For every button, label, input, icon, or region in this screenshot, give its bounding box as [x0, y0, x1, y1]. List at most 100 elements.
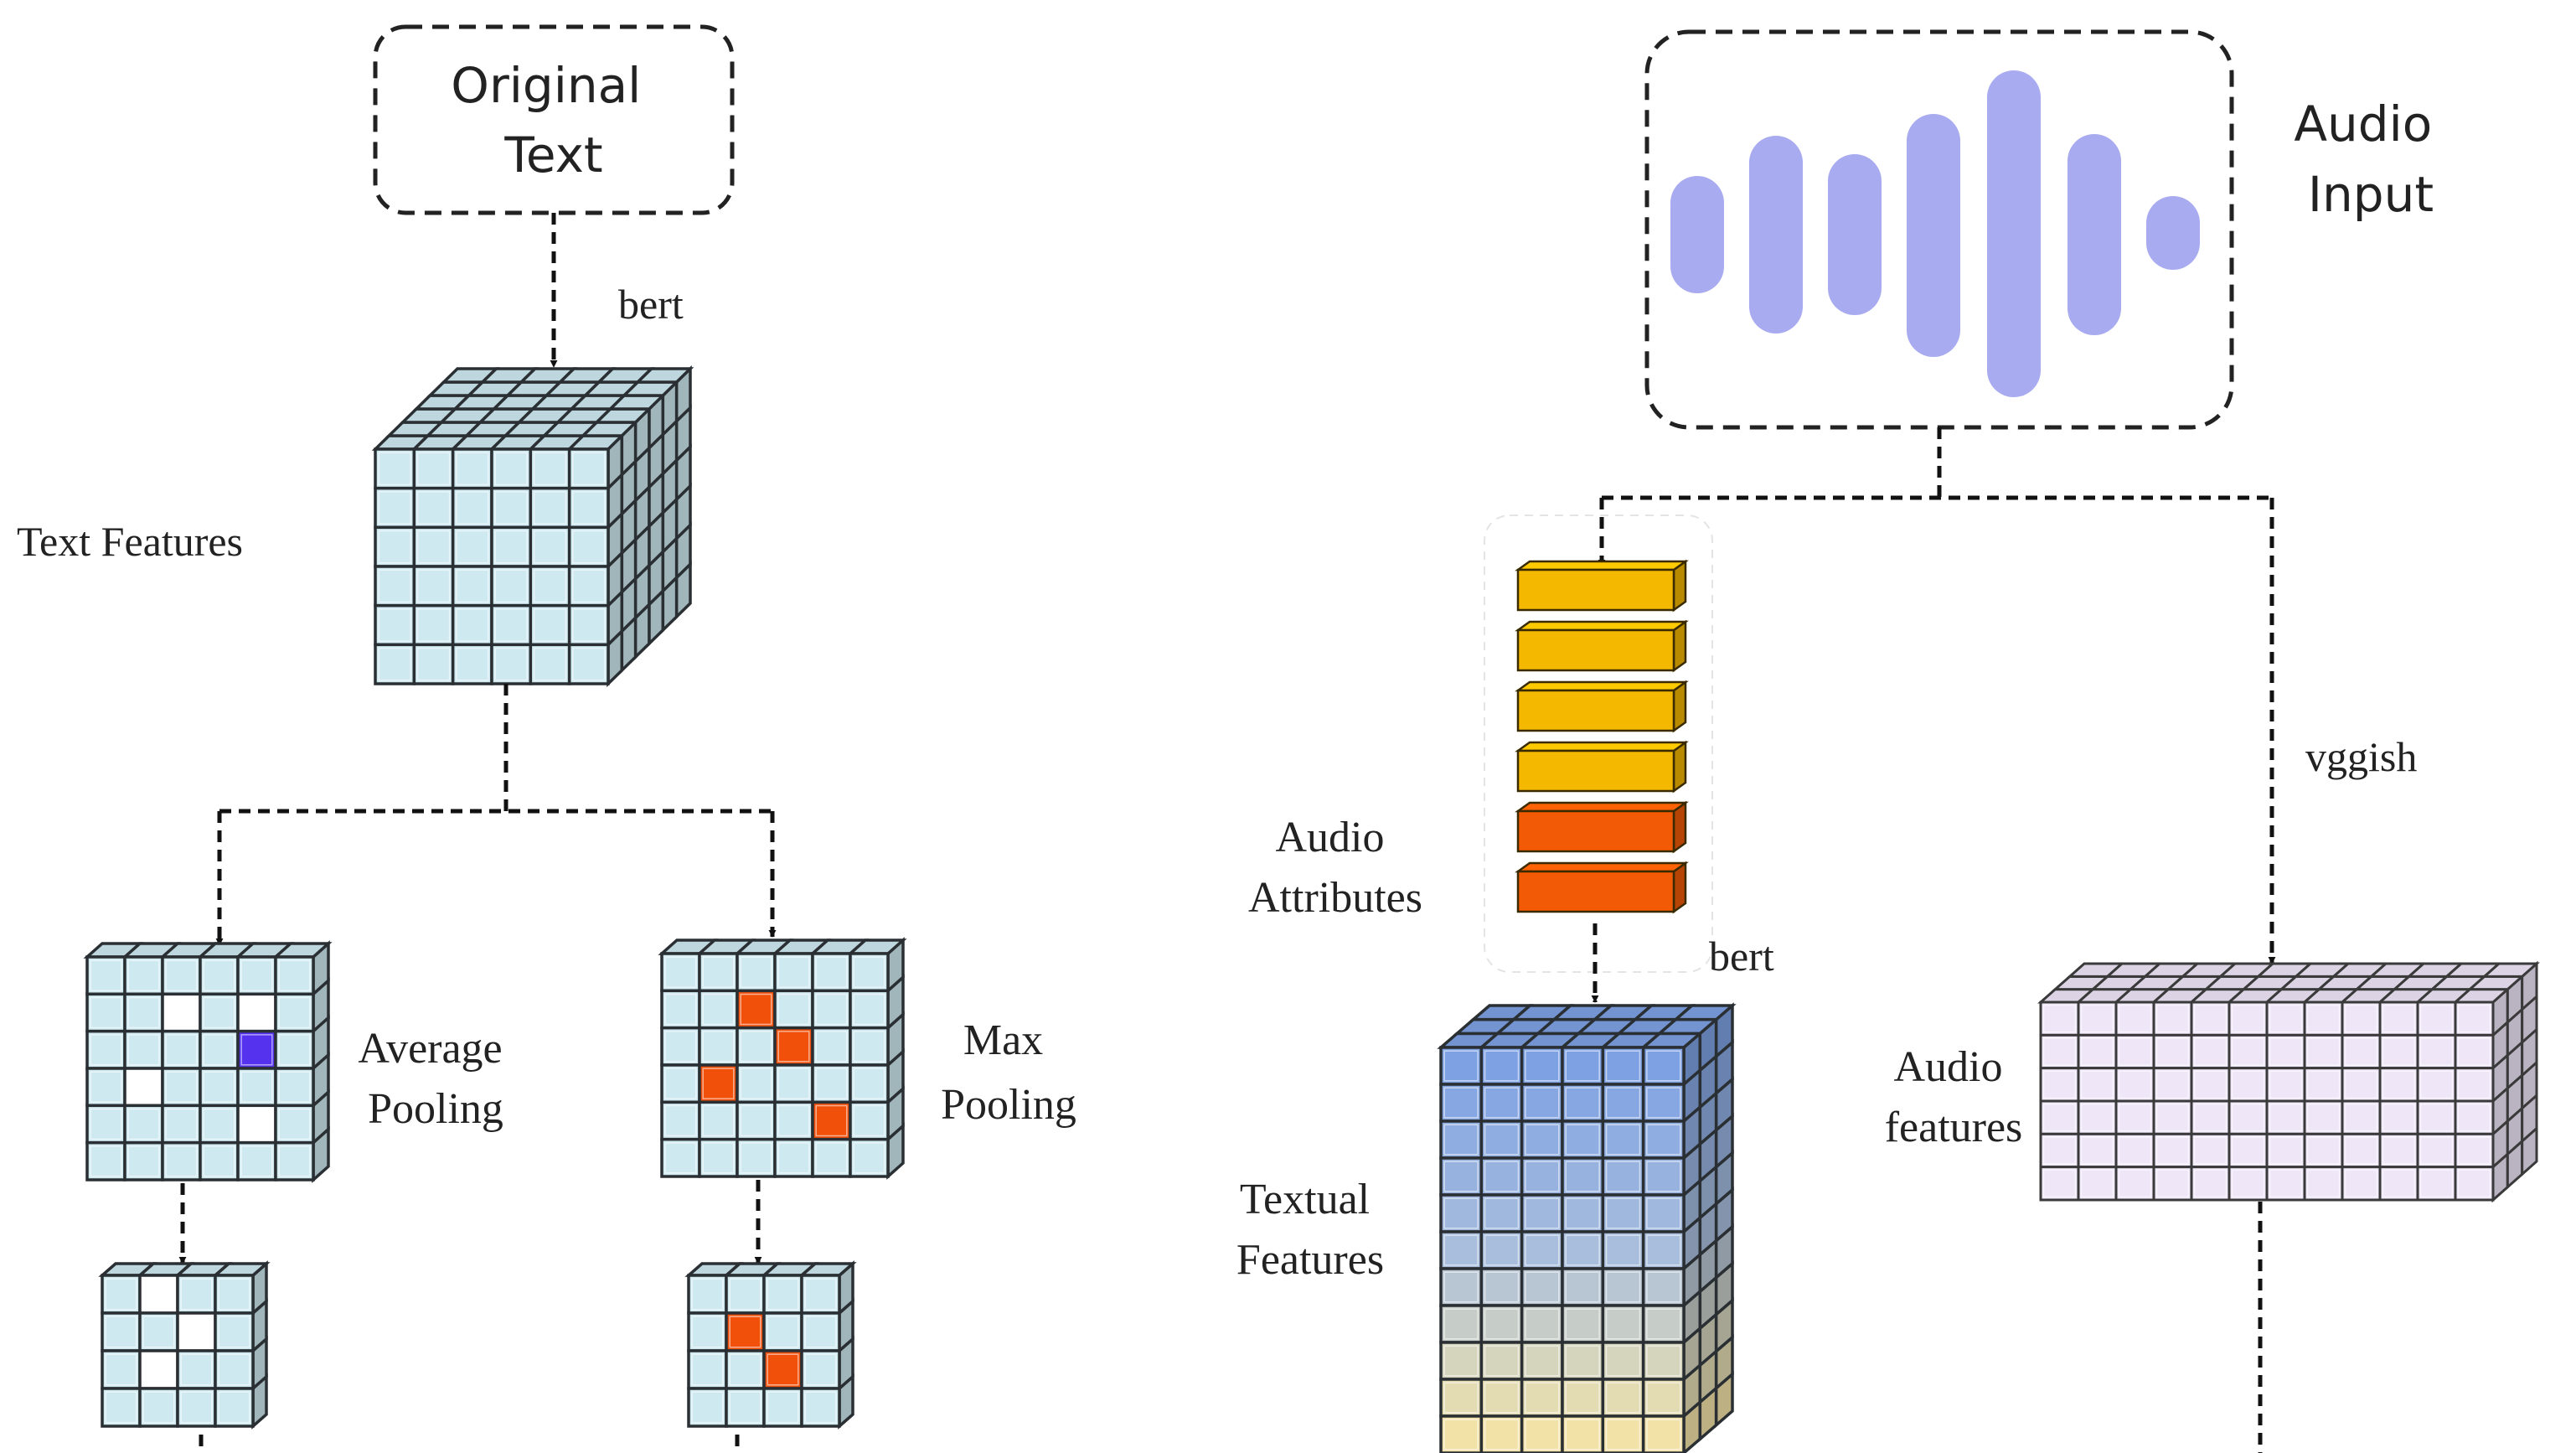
cube-cell-bevel [2193, 1136, 2228, 1165]
cube-front-cell [451, 486, 493, 530]
cube-front-cell [199, 1067, 240, 1108]
cube-cell-bevel [1605, 1124, 1641, 1156]
cube-cell-bevel [278, 959, 311, 991]
cube-cell-bevel [378, 608, 411, 642]
cube-cell-bevel [2193, 1037, 2228, 1066]
cube-cell-bevel [2457, 1070, 2491, 1099]
cube-front-cell [567, 447, 610, 490]
cube-front-cell [1479, 1378, 1524, 1418]
cube-front-cell [849, 952, 890, 993]
cube-cell-bevel [1443, 1382, 1479, 1414]
cube-front-cell [2077, 1001, 2118, 1037]
cube-cell-bevel [1646, 1087, 1681, 1119]
cube-cell-bevel [2155, 1070, 2190, 1099]
cube-cell-bevel [1646, 1308, 1681, 1340]
attribute-bar-top [1515, 801, 1689, 813]
cube-front-cell [529, 486, 571, 530]
cube-cell-bevel [853, 1104, 885, 1137]
cube-cell-bevel [127, 959, 160, 991]
vggish-label: vggish [2305, 733, 2417, 780]
cube-cell-bevel [533, 647, 567, 681]
cube-front-cell [773, 1100, 814, 1141]
cube-front-cell [161, 1104, 202, 1145]
cube-cell-bevel [2155, 1004, 2190, 1033]
cube-cell-bevel [1484, 1124, 1520, 1156]
cube-front-cell [138, 1274, 179, 1315]
cube-cell-bevel [2382, 1037, 2416, 1066]
cube-cell-bevel [456, 530, 489, 564]
cube-front-cell [1641, 1414, 1685, 1453]
cube-cell-bevel [494, 530, 528, 564]
cube-cell-bevel [853, 1068, 885, 1099]
cube-cell-bevel [1646, 1345, 1681, 1377]
cube-front-cell [2416, 1033, 2457, 1070]
cube-cell-bevel [2306, 1070, 2341, 1099]
cube-cell-bevel [416, 647, 451, 681]
attribute-bar [1516, 749, 1675, 793]
cube-front-cell [800, 1311, 841, 1352]
cube-front-cell [1641, 1378, 1685, 1418]
cube-cell-bevel [533, 452, 567, 486]
cube-front-cell [1641, 1156, 1685, 1197]
cube-front-cell [800, 1349, 841, 1390]
cube-cell-bevel [853, 956, 885, 988]
cube-front-cell [2341, 1033, 2382, 1070]
audio-attributes-stack [1515, 559, 1689, 914]
cube-cell-bevel [1565, 1271, 1600, 1303]
cube-front-cell [736, 1100, 777, 1141]
attribute-bar-top [1515, 680, 1689, 692]
cube-cell-bevel [1525, 1271, 1560, 1303]
cube-cell-bevel [180, 1353, 213, 1386]
text-features-cube [371, 365, 694, 688]
cube-front-cell [412, 525, 455, 568]
cube-front-cell [1641, 1193, 1685, 1233]
cube-front-cell [214, 1349, 255, 1390]
cube-cell-bevel [2042, 1070, 2077, 1099]
cube-front-cell [161, 1029, 202, 1070]
cube-front-cell [762, 1349, 803, 1390]
cube-cell-bevel [1565, 1050, 1600, 1082]
cube-cell-bevel [1565, 1161, 1600, 1192]
cube-side-cell [674, 561, 692, 621]
cube-cell-bevel [1646, 1419, 1681, 1450]
audio-attributes-label: Audio Attributes [1248, 814, 1422, 922]
cube-front-cell [101, 1274, 142, 1315]
cube-cell-bevel [2231, 1070, 2265, 1099]
cube-front-cell [2228, 1001, 2269, 1037]
cube-front-cell [1561, 1267, 1605, 1307]
cube-front-cell [1601, 1414, 1645, 1453]
cube-front-cell [2039, 1132, 2080, 1169]
cube-front-cell [2303, 1067, 2344, 1103]
cube-cell-bevel [767, 1391, 799, 1424]
cube-front-cell [773, 1063, 814, 1104]
cube-cell-bevel [740, 1142, 772, 1174]
cube-front-cell [1601, 1304, 1645, 1344]
cube-cell-bevel [90, 1145, 122, 1177]
cube-front-cell [736, 1063, 777, 1104]
cube-front-cell [2077, 1166, 2118, 1202]
cube-front-cell [660, 1100, 701, 1141]
waveform-bar [1670, 176, 1724, 293]
audio-features-cuboid [2037, 960, 2540, 1203]
cube-front-cell [123, 1067, 164, 1108]
cube-front-cell [199, 1029, 240, 1070]
attribute-bar-top [1515, 861, 1689, 873]
cube-cell-bevel [1605, 1345, 1641, 1377]
cube-cell-bevel [533, 491, 567, 525]
cube-top-cell [2480, 962, 2540, 978]
cube-cell-bevel [740, 993, 772, 1026]
cube-cell-bevel [533, 569, 567, 603]
cube-cell-bevel [378, 569, 411, 603]
cube-front-cell [2265, 1166, 2306, 1202]
cube-cell-bevel [853, 1031, 885, 1063]
cube-cell-bevel [691, 1316, 724, 1348]
cube-front-cell [698, 1063, 739, 1104]
text-branch: Original Text bert Text Features Average… [17, 24, 1076, 1453]
cube-cell-bevel [1484, 1308, 1520, 1340]
cube-cell-bevel [240, 1145, 273, 1177]
cube-cell-bevel [416, 530, 451, 564]
cube-cell-bevel [1525, 1382, 1560, 1414]
cube-front-cell [199, 992, 240, 1033]
cube-cell-bevel [2382, 1136, 2416, 1165]
max-pooling-label: Max Pooling [941, 1016, 1076, 1129]
